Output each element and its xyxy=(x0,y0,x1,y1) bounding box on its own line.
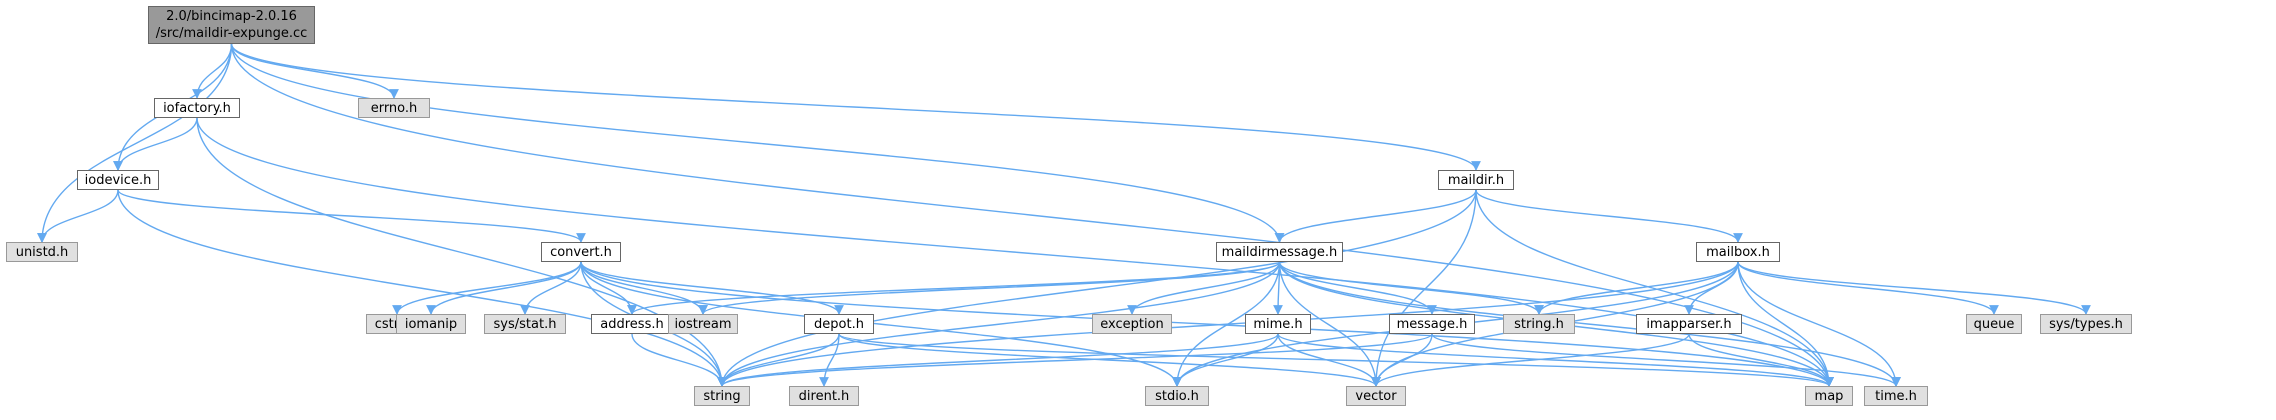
edge-mailbox-to-string xyxy=(717,261,1739,387)
node-string[interactable]: string xyxy=(694,386,750,406)
edge-mime-to-string xyxy=(717,333,1279,387)
node-imapparser-h[interactable]: imapparser.h xyxy=(1636,314,1742,334)
edge-mailbox-to-queue xyxy=(1737,261,1999,315)
edge-iodevice-to-unistd xyxy=(37,189,119,243)
edge-mailbox-to-stringh xyxy=(1534,261,1739,315)
node-depot-h[interactable]: depot.h xyxy=(804,314,874,334)
node-mailbox-h[interactable]: mailbox.h xyxy=(1696,242,1780,262)
node-mime-h[interactable]: mime.h xyxy=(1245,314,1311,334)
edge-maildirmessage-to-vector xyxy=(1278,261,1381,387)
edge-maildirmessage-to-exception xyxy=(1127,261,1281,315)
edge-convert-to-map xyxy=(580,261,1834,387)
edge-maildirmessage-to-time xyxy=(1278,261,1901,387)
node-string-h[interactable]: string.h xyxy=(1503,314,1575,334)
edge-convert-to-cstring xyxy=(392,261,582,315)
edge-iofactory-to-string xyxy=(196,117,727,387)
node-address-h[interactable]: address.h xyxy=(591,314,673,334)
node-errno-h[interactable]: errno.h xyxy=(358,98,430,118)
node-sys-stat-h[interactable]: sys/stat.h xyxy=(484,314,566,334)
edge-mailbox-to-systypes xyxy=(1737,261,2091,315)
node-maildirmessage-h[interactable]: maildirmessage.h xyxy=(1216,242,1343,262)
edge-mime-to-vector xyxy=(1277,333,1381,387)
edge-convert-to-stdio xyxy=(580,261,1182,387)
node-sys-types-h[interactable]: sys/types.h xyxy=(2040,314,2132,334)
edge-convert-to-depot xyxy=(580,261,844,315)
edge-message-to-string xyxy=(717,333,1433,387)
edge-mailbox-to-map xyxy=(1737,261,1834,387)
node-stdio-h[interactable]: stdio.h xyxy=(1145,386,1209,406)
node-unistd-h[interactable]: unistd.h xyxy=(6,242,78,262)
node-time-h[interactable]: time.h xyxy=(1864,386,1928,406)
edge-root-to-maildirmessage xyxy=(230,43,1285,243)
edge-address-to-string xyxy=(631,333,727,387)
edge-root-to-maildir xyxy=(230,43,1481,171)
edge-convert-to-iomanip xyxy=(426,261,582,315)
root-file-node[interactable]: 2.0/bincimap-2.0.16 /src/maildir-expunge… xyxy=(148,6,315,44)
edge-iofactory-to-iodevice xyxy=(113,117,198,171)
edge-maildir-to-vector xyxy=(1371,189,1477,387)
node-dirent-h[interactable]: dirent.h xyxy=(789,386,859,406)
edge-maildir-to-maildirmessage xyxy=(1274,189,1477,243)
edge-maildirmessage-to-iostream xyxy=(698,261,1281,315)
edge-maildir-to-mailbox xyxy=(1475,189,1743,243)
dependency-edges xyxy=(37,43,2091,387)
edge-root-to-map xyxy=(230,43,1834,387)
node-iofactory-h[interactable]: iofactory.h xyxy=(154,98,240,118)
edge-depot-to-direnth xyxy=(819,333,840,387)
edge-convert-to-iostream xyxy=(580,261,708,315)
node-iodevice-h[interactable]: iodevice.h xyxy=(77,170,159,190)
root-file-path-line2: /src/maildir-expunge.cc xyxy=(155,26,308,41)
node-message-h[interactable]: message.h xyxy=(1389,314,1475,334)
edge-root-to-errno xyxy=(230,43,399,99)
edge-iodevice-to-string xyxy=(117,189,727,387)
node-iomanip[interactable]: iomanip xyxy=(396,314,466,334)
edge-iodevice-to-convert xyxy=(117,189,586,243)
node-map[interactable]: map xyxy=(1805,386,1853,406)
edge-depot-to-vector xyxy=(838,333,1381,387)
node-queue[interactable]: queue xyxy=(1966,314,2022,334)
edge-depot-to-map xyxy=(838,333,1834,387)
edge-maildir-to-string xyxy=(717,189,1477,387)
node-convert-h[interactable]: convert.h xyxy=(541,242,621,262)
edge-mime-to-map xyxy=(1277,333,1834,387)
edge-mime-to-stdio xyxy=(1172,333,1279,387)
edge-root-to-unistd xyxy=(37,43,233,243)
node-iostream[interactable]: iostream xyxy=(668,314,738,334)
node-vector[interactable]: vector xyxy=(1346,386,1406,406)
node-exception[interactable]: exception xyxy=(1092,314,1172,334)
edge-maildirmessage-to-string xyxy=(717,261,1281,387)
edge-imapparser-to-map xyxy=(1688,333,1834,387)
edge-message-to-time xyxy=(1431,333,1901,387)
root-file-path-line1: 2.0/bincimap-2.0.16 xyxy=(166,9,297,24)
edge-maildirmessage-to-stringh xyxy=(1278,261,1544,315)
node-maildir-h[interactable]: maildir.h xyxy=(1438,170,1514,190)
edge-imapparser-to-vector xyxy=(1371,333,1690,387)
edge-convert-to-sysstat xyxy=(520,261,582,315)
edge-mailbox-to-time xyxy=(1737,261,1901,387)
